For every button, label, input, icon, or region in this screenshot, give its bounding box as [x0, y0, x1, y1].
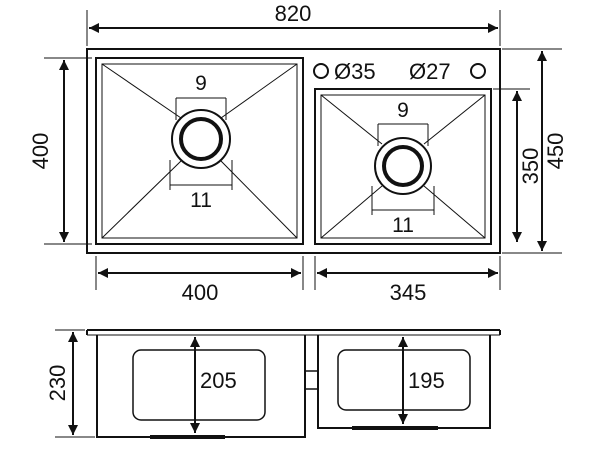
label-flange-height: 230: [45, 365, 70, 402]
left-drain-outer: [171, 109, 231, 169]
label-right-depth: 350: [518, 148, 543, 185]
label-left-depth: 400: [28, 133, 53, 170]
left-drain-inner: [179, 117, 223, 161]
label-left-drain-top: 9: [195, 72, 207, 95]
sink-outer-outline: [86, 48, 501, 254]
top-view: [44, 10, 562, 290]
label-left-drain-bottom: 11: [190, 189, 212, 212]
label-overall-width: 820: [275, 1, 312, 26]
label-right-drain-bottom: 11: [392, 214, 414, 237]
tap-hole-small: [470, 63, 486, 79]
right-drain-inner: [382, 145, 424, 187]
right-drain-outer: [374, 137, 432, 195]
right-bowl: [314, 88, 492, 245]
label-hole-large: Ø35: [334, 59, 376, 84]
label-right-bowl-height: 195: [408, 368, 445, 393]
label-right-width: 345: [390, 280, 427, 305]
label-hole-small: Ø27: [409, 59, 451, 84]
label-left-width: 400: [182, 280, 219, 305]
tap-hole-large: [313, 63, 329, 79]
left-tub-inner: [132, 349, 266, 421]
left-bowl: [95, 57, 304, 245]
label-left-bowl-height: 205: [200, 368, 237, 393]
label-right-drain-top: 9: [397, 99, 409, 122]
label-overall-depth: 450: [543, 133, 568, 170]
side-view: [55, 329, 501, 439]
